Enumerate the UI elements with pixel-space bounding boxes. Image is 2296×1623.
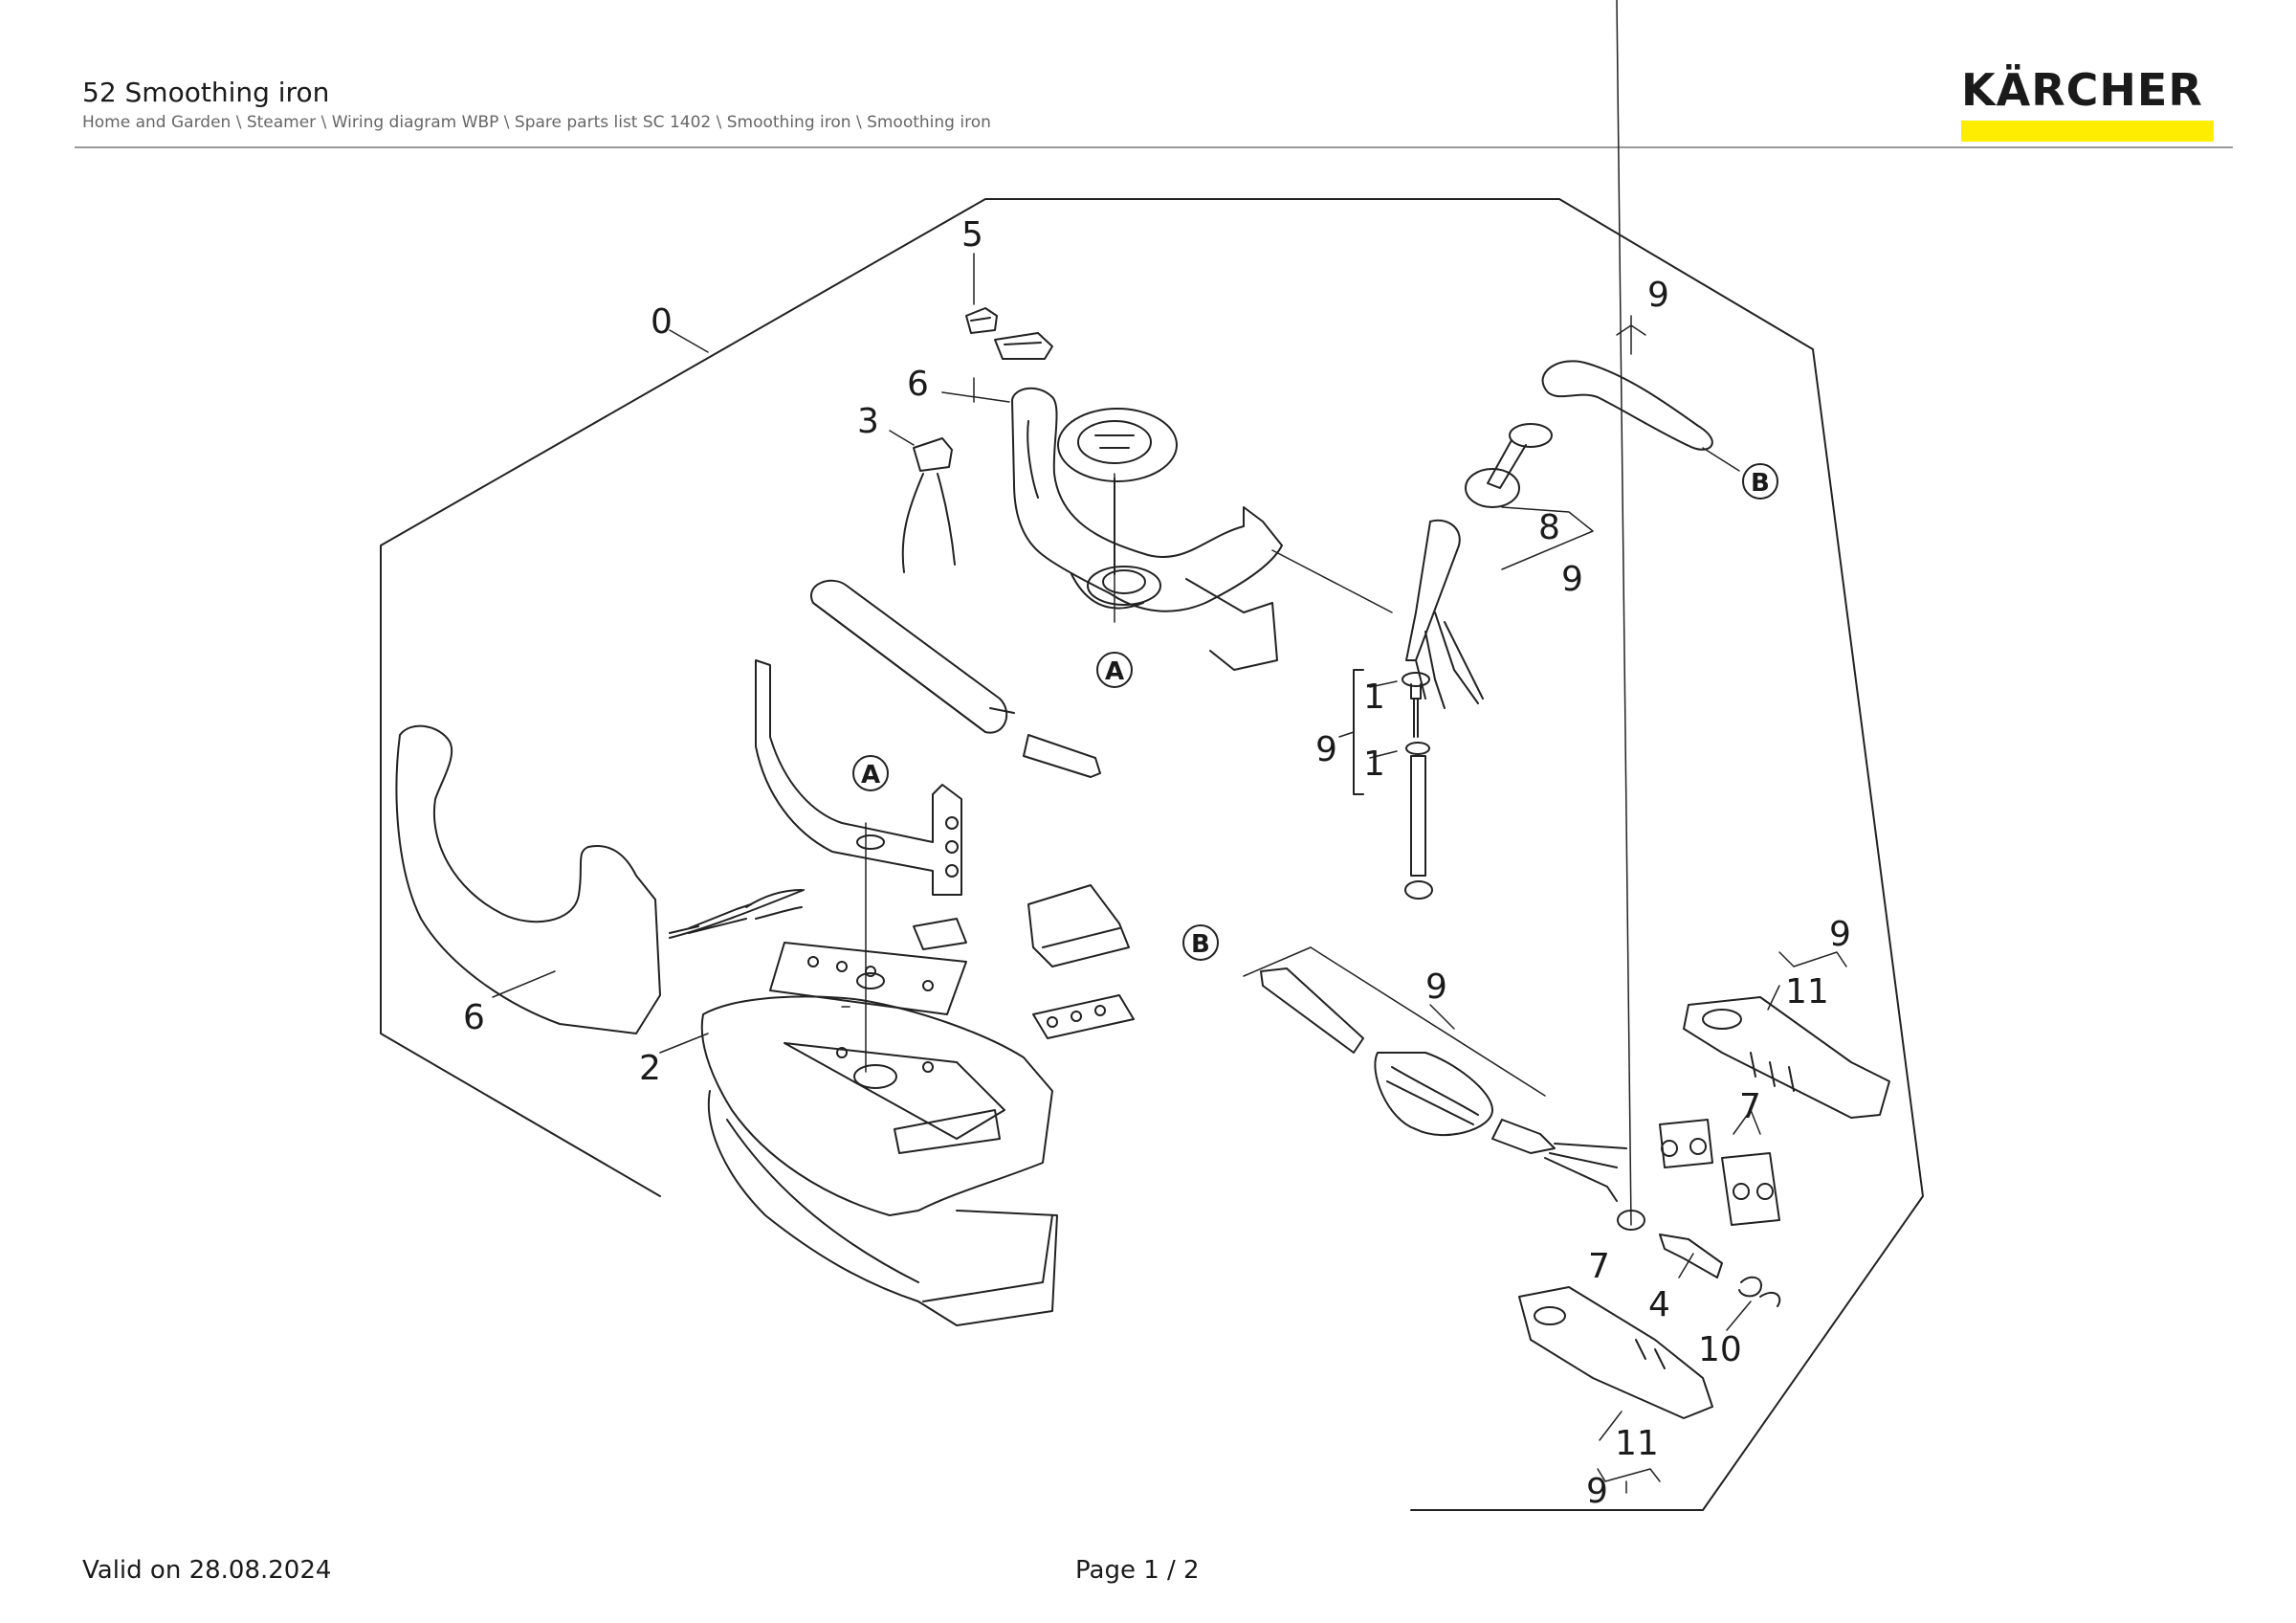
callout-9-hose: 9	[1425, 967, 1447, 1007]
microswitch-part-3	[901, 437, 956, 573]
page-title: 52 Smoothing iron	[82, 77, 330, 108]
switch-part-5	[965, 307, 998, 334]
insulation-pad	[913, 918, 967, 950]
switch-part-small	[994, 332, 1053, 360]
callout-11-top: 11	[1785, 972, 1829, 1012]
callout-2: 2	[639, 1049, 661, 1088]
callout-9-right: 9	[1561, 560, 1583, 599]
callout-6-top: 6	[907, 365, 929, 404]
callout-11-bottom: 11	[1615, 1424, 1659, 1463]
callout-3: 3	[857, 402, 879, 441]
callout-9-mid: 9	[1315, 730, 1337, 769]
callout-10: 10	[1698, 1330, 1742, 1369]
callout-4: 4	[1648, 1285, 1670, 1324]
gasket-plate	[769, 942, 967, 1015]
breadcrumb: Home and Garden \ Steamer \ Wiring diagr…	[82, 113, 991, 132]
callout-8: 8	[1538, 508, 1560, 547]
callout-1-b: 1	[1363, 745, 1385, 784]
terminal-block-bottom	[1032, 994, 1135, 1039]
temperature-ring	[1057, 408, 1178, 575]
hose-spiral-part-8	[1405, 519, 1484, 709]
marker-a-top-circle	[1096, 652, 1133, 688]
logo-yellow-bar	[1961, 121, 2214, 142]
assembly-boundary	[380, 198, 1924, 1511]
callout-9-cover: 9	[1829, 915, 1851, 954]
header-divider	[75, 146, 2233, 148]
tube-assembly	[1402, 672, 1433, 900]
heating-element-cylinder	[810, 579, 1015, 734]
callout-9-bottom: 9	[1586, 1472, 1608, 1511]
terminal-block-top	[1027, 884, 1130, 967]
thread-sleeve	[1023, 734, 1101, 778]
marker-b-right-circle	[1742, 463, 1778, 500]
callout-0: 0	[651, 302, 673, 342]
marker-a-mid-circle	[852, 755, 889, 791]
soleplate-part-2	[700, 995, 1058, 1326]
connector-cluster-part-7	[1659, 1119, 1780, 1226]
page-number: Page 1 / 2	[1075, 1556, 1200, 1585]
marker-b-left: B	[1191, 930, 1210, 959]
karcher-logo: KÄRCHER	[1961, 65, 2216, 142]
callout-6-left: 6	[463, 998, 485, 1037]
steam-hose-lower	[1260, 967, 1627, 1202]
bracket	[755, 659, 962, 896]
logo-wordmark: KÄRCHER	[1961, 64, 2203, 116]
cover-part-11-top	[1683, 996, 1890, 1119]
marker-a-top: A	[1105, 657, 1124, 686]
callout-7-low: 7	[1588, 1247, 1610, 1286]
callout-5: 5	[961, 215, 983, 255]
plug-part-4	[1659, 1234, 1723, 1278]
callout-leaders	[492, 0, 1847, 1494]
housing-shell-part-6	[395, 724, 803, 1034]
handle-hose-top	[1465, 360, 1713, 508]
handle-frame-part-6	[1011, 387, 1283, 671]
cover-part-11-bottom	[1518, 1286, 1713, 1419]
connecting-wire-left	[669, 889, 805, 939]
callout-1-a: 1	[1363, 678, 1385, 717]
marker-b-left-circle	[1182, 924, 1219, 961]
callout-9-top: 9	[1647, 276, 1669, 315]
clip-part-10	[1738, 1276, 1781, 1307]
marker-b-right: B	[1751, 469, 1770, 498]
valid-date: Valid on 28.08.2024	[82, 1556, 332, 1585]
marker-a-mid: A	[861, 761, 880, 789]
callout-7-right: 7	[1739, 1087, 1761, 1126]
